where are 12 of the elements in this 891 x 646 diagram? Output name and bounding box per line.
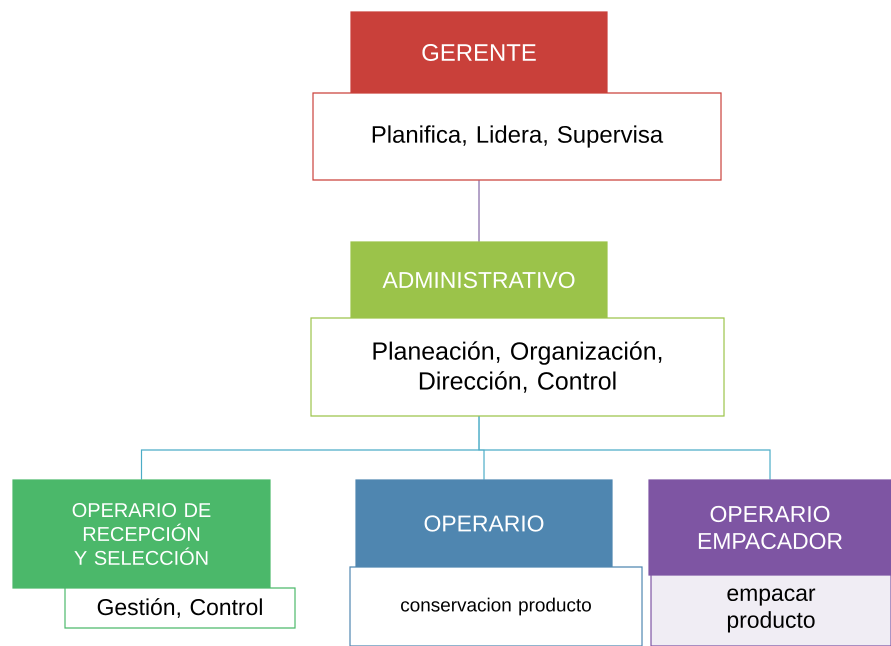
connector-line xyxy=(478,180,480,242)
title-box: OPERARIO EMPACADOR xyxy=(648,479,891,576)
title-box: GERENTE xyxy=(350,11,608,94)
description-box: Planeación, Organización, Dirección, Control xyxy=(310,317,725,417)
title-box: ADMINISTRATIVO xyxy=(350,241,608,319)
description-box: conservacion producto xyxy=(349,566,643,646)
description-box: Gestión, Control xyxy=(64,587,296,629)
title-box: OPERARIO DE RECEPCIÓN Y SELECCIÓN xyxy=(12,479,271,589)
description-box: Planifica, Lidera, Supervisa xyxy=(312,92,722,181)
title-box: OPERARIO xyxy=(355,479,613,568)
connector-line xyxy=(478,416,771,480)
description-box: empacar producto xyxy=(650,574,891,646)
